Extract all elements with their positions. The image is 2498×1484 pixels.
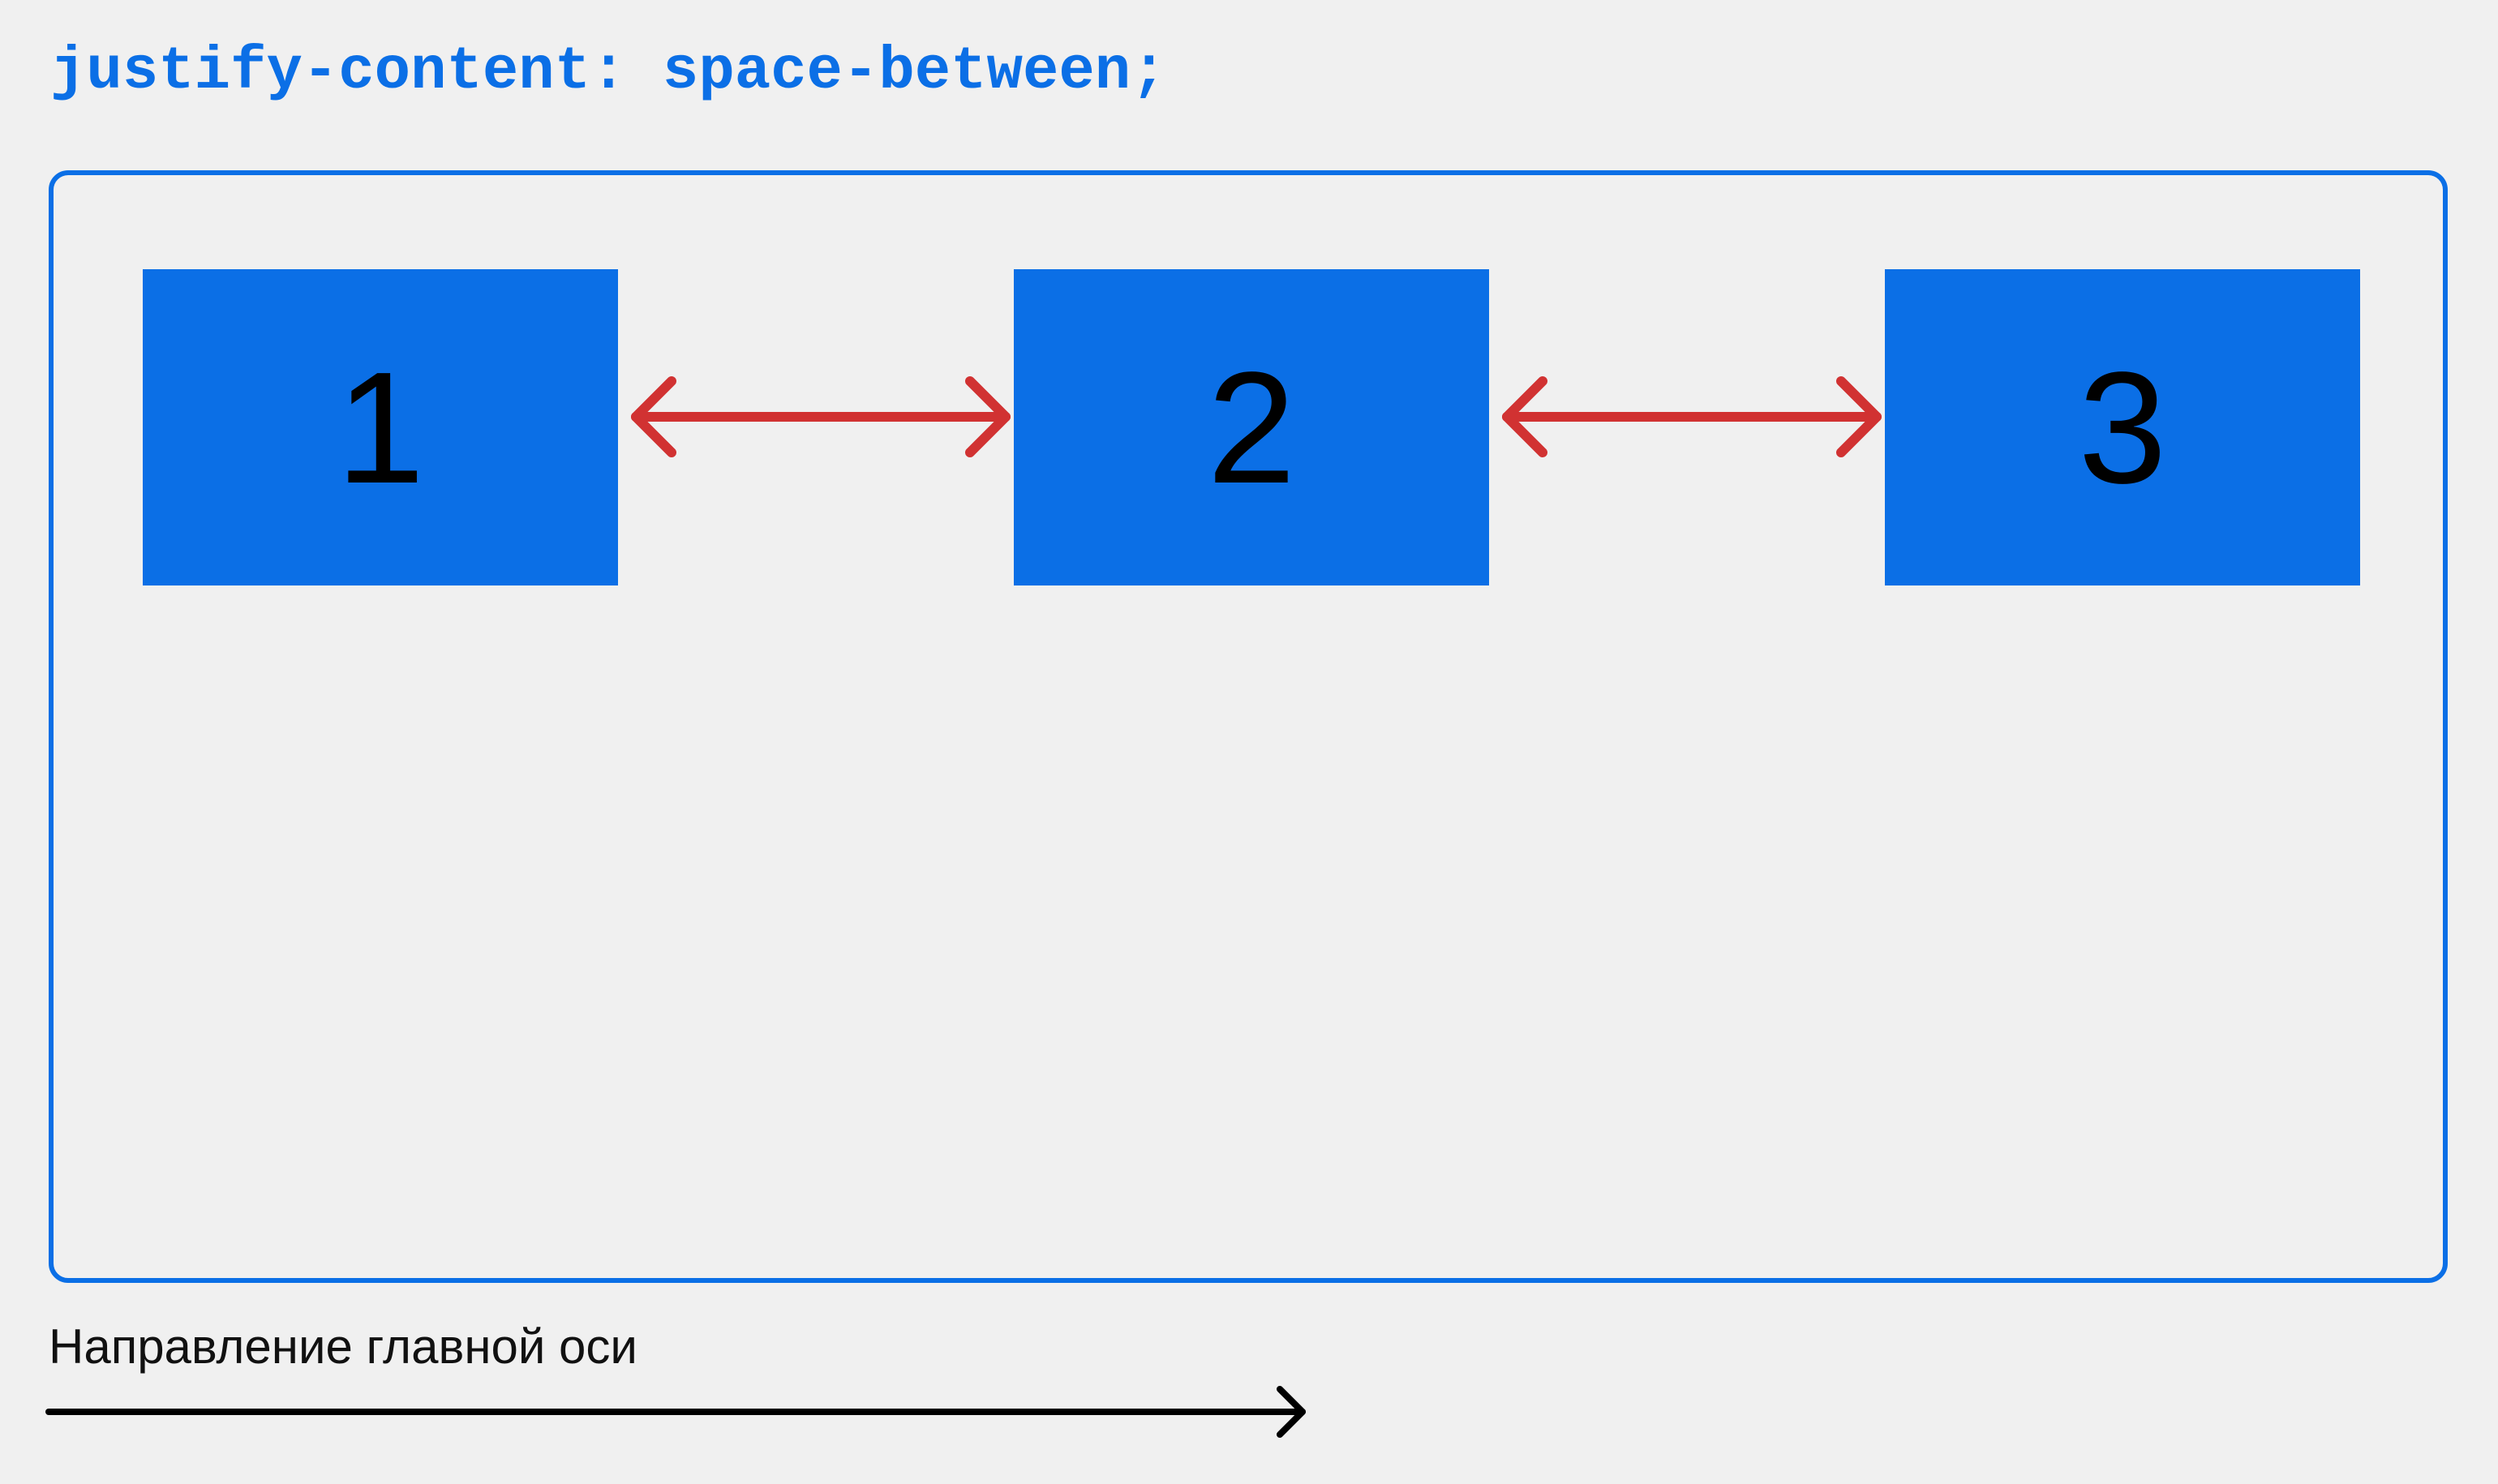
flex-item-label: 2	[1207, 338, 1296, 517]
flex-item-label: 1	[336, 338, 425, 517]
main-axis-arrow-icon	[45, 1386, 1306, 1438]
space-between-arrow-2-icon	[1502, 376, 1882, 457]
css-property-title: justify-content: space-between;	[50, 38, 1167, 106]
space-between-arrow-1-icon	[631, 376, 1011, 457]
flex-item-2: 2	[1014, 269, 1489, 585]
flex-item-3: 3	[1885, 269, 2360, 585]
flex-item-1: 1	[143, 269, 618, 585]
main-axis-label: Направление главной оси	[49, 1319, 637, 1374]
flex-item-label: 3	[2078, 338, 2167, 517]
flex-container: 1 2 3	[49, 170, 2448, 1283]
